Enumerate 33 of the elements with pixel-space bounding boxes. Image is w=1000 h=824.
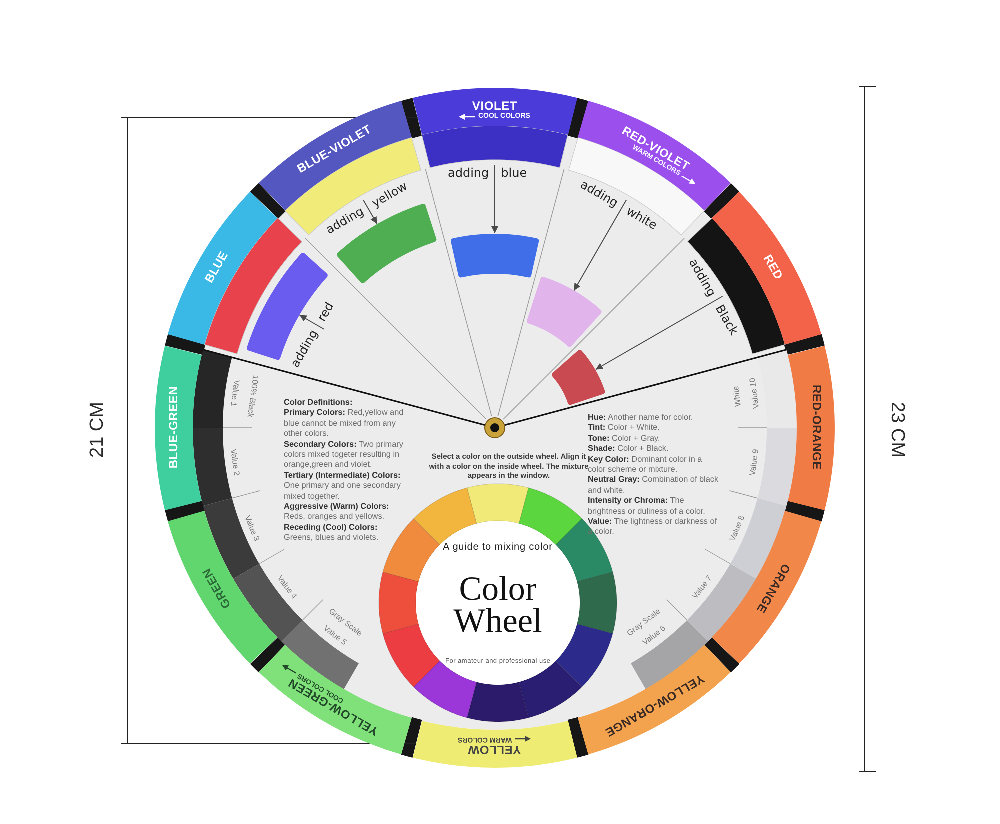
definition-text: Primary Colors: Red,yellow and blue cannot be mixed from any other colors. xyxy=(284,408,405,440)
dimension-label: 21 CM xyxy=(86,402,109,458)
mixing-label: adding xyxy=(448,166,490,180)
definition-text: Tertiary (Intermediate) Colors: One primary and one secondary mixed together. xyxy=(284,470,402,502)
scale-value-label: Value 2 xyxy=(228,448,242,476)
definition-text: Tone: Color + Gray. xyxy=(588,434,660,444)
definition-text: Intensity or Chroma: The brightness or duliness of a color. xyxy=(588,496,706,518)
definition-text: Receding (Cool) Colors: Greens, blues and violets. xyxy=(284,522,380,544)
scale-value-label: 100% Black xyxy=(246,374,260,418)
dimension-label: 23 CM xyxy=(886,402,908,458)
definition-heading: Color Definitions: xyxy=(284,398,353,408)
definition-text: Hue: Another name for color. xyxy=(588,413,694,424)
scale-value-label: Value 8 xyxy=(728,514,746,542)
scale-value-label: White xyxy=(731,385,743,407)
scale-value-label: Value 9 xyxy=(748,448,761,476)
color-name-label: RED-ORANGE xyxy=(810,385,822,470)
definition-text: Key Color: Dominant color in a color scheme or mixture. xyxy=(588,454,704,476)
definition-text: Tint: Color + White. xyxy=(588,423,660,434)
definition-text: Aggressive (Warm) Colors: Reds, oranges and yellows. xyxy=(284,502,390,523)
definition-text: Secondary Colors: Two primary colors mixed togeter resulting in orange,green and violet. xyxy=(284,440,405,471)
scale-value-label: Value 3 xyxy=(243,514,262,542)
color-name-label: BLUE-GREEN xyxy=(168,386,181,470)
color-name-label: YELLOW xyxy=(468,743,522,756)
color-name-label: VIOLET xyxy=(472,100,518,112)
mixing-label: blue xyxy=(501,166,528,180)
subtitle-text: A guide to mixing color xyxy=(443,542,553,553)
definition-text: Shade: Color + Black. xyxy=(588,444,669,455)
mixing-label: red xyxy=(314,300,336,324)
title-text: Color Wheel xyxy=(452,574,544,638)
definition-text: Neutral Gray: Combination of black and white. xyxy=(588,475,720,496)
definition-text: Value: The lightness or darkness of a color. xyxy=(588,517,718,538)
scale-value-label: Value 10 xyxy=(748,378,762,410)
scale-value-label: Value 1 xyxy=(228,380,242,408)
